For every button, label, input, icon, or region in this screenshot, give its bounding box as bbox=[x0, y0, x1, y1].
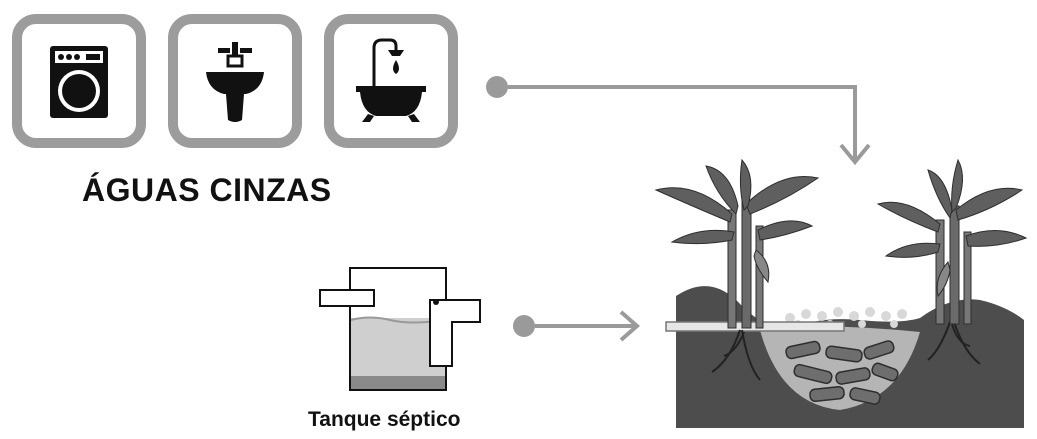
washing-machine-tile bbox=[12, 14, 146, 148]
banana-plant-right-icon bbox=[876, 158, 1028, 325]
sink-tile bbox=[168, 14, 302, 148]
sink-icon bbox=[206, 42, 264, 122]
septic-tank-label: Tanque séptico bbox=[308, 408, 461, 431]
banana-plant-left-icon bbox=[654, 158, 820, 329]
bathtub-icon bbox=[356, 38, 426, 122]
washing-machine-icon bbox=[50, 46, 108, 118]
septic-connector bbox=[513, 310, 641, 342]
grey-water-connector bbox=[486, 76, 871, 166]
grey-water-heading: ÁGUAS CINZAS bbox=[82, 172, 332, 208]
bathtub-tile bbox=[324, 14, 458, 148]
septic-tank-icon bbox=[319, 267, 481, 391]
